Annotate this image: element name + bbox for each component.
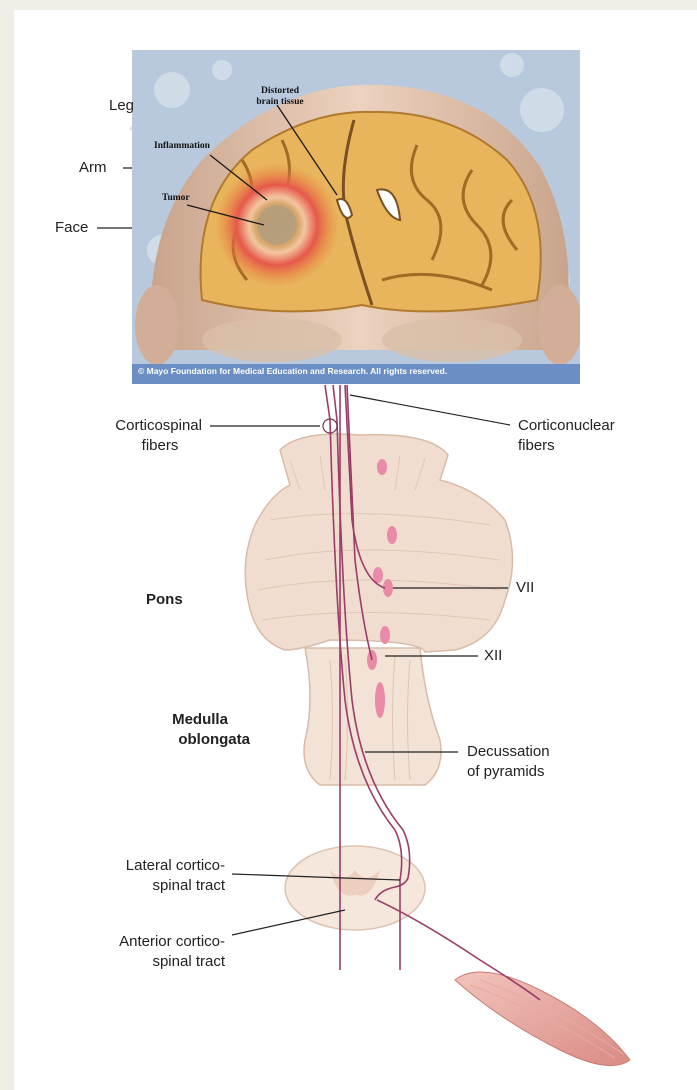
label-corticospinal-fibers: Corticospinal fibers [70, 416, 202, 456]
muscle-shape [455, 972, 630, 1066]
label-corticonuclear-line1: Corticonuclear [518, 416, 615, 436]
label-pons: Pons [146, 590, 183, 610]
label-anterior-line1: Anterior cortico- [80, 932, 225, 952]
label-anterior-corticospinal-tract: Anterior cortico- spinal tract [80, 932, 225, 972]
label-corticonuclear-fibers: Corticonuclear fibers [518, 416, 615, 456]
label-arm: Arm [79, 158, 107, 178]
label-lateral-line1: Lateral cortico- [80, 856, 225, 876]
label-corticospinal-line2: fibers [110, 436, 214, 456]
tumor-inset-image [132, 50, 580, 384]
label-leg: Leg [109, 96, 134, 116]
inset-copyright: © Mayo Foundation for Medical Education … [138, 365, 447, 377]
label-lateral-corticospinal-tract: Lateral cortico- spinal tract [80, 856, 225, 896]
label-anterior-line2: spinal tract [80, 952, 225, 972]
spinal-cord-section [285, 846, 425, 930]
label-vii: VII [516, 578, 534, 598]
label-medulla-line1: Medulla [150, 710, 250, 730]
label-corticospinal-line1: Corticospinal [70, 416, 202, 436]
label-decussation-of-pyramids: Decussation of pyramids [467, 742, 550, 782]
label-xii: XII [484, 646, 502, 666]
label-medulla-oblongata: Medulla oblongata [150, 710, 250, 750]
label-medulla-line2: oblongata [150, 730, 250, 750]
label-distorted-brain-tissue: Distorted brain tissue [240, 86, 320, 108]
label-distorted-line2: brain tissue [240, 97, 320, 108]
label-decussation-line2: of pyramids [467, 762, 550, 782]
label-corticonuclear-line2: fibers [518, 436, 615, 456]
label-decussation-line1: Decussation [467, 742, 550, 762]
label-tumor: Tumor [162, 192, 190, 204]
label-face: Face [55, 218, 88, 238]
label-distorted-line1: Distorted [240, 86, 320, 97]
label-inflammation: Inflammation [154, 140, 210, 152]
label-lateral-line2: spinal tract [80, 876, 225, 896]
